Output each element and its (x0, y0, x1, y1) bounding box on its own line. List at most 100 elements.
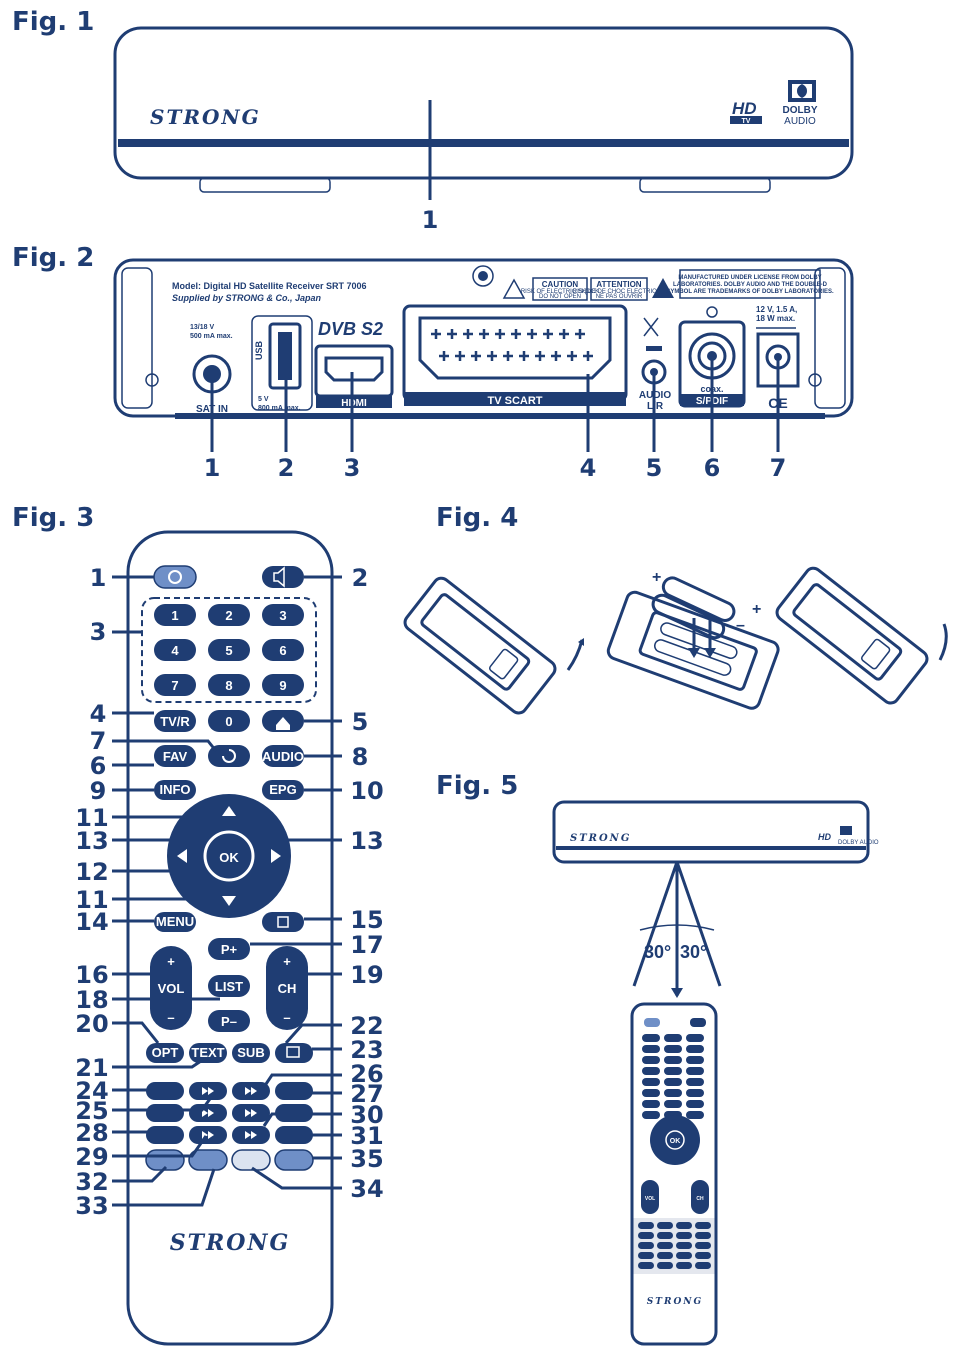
remote-brand-logo: STRONG (170, 1230, 291, 1256)
svg-text:14: 14 (75, 908, 108, 936)
pvr-list-button[interactable] (275, 1043, 313, 1063)
dolby-audio-logo: DOLBY AUDIO (783, 80, 818, 127)
svg-text:26: 26 (350, 1060, 383, 1088)
epg-button[interactable] (262, 780, 304, 800)
tv-scart-port: TV SCART (402, 304, 628, 407)
digit-9-button[interactable] (262, 674, 304, 696)
sub-button[interactable] (232, 1043, 270, 1063)
mini-media-button (638, 1242, 654, 1249)
media-button[interactable] (146, 1082, 184, 1100)
yellow-key[interactable] (231, 1149, 271, 1171)
svg-text:23: 23 (350, 1036, 383, 1064)
media-button[interactable] (146, 1104, 184, 1122)
svg-text:P+: P+ (221, 942, 238, 957)
svg-text:OK: OK (219, 850, 239, 865)
svg-text:USB: USB (254, 340, 264, 360)
mini-button (642, 1100, 660, 1108)
digit-label: 5 (225, 643, 232, 658)
svg-text:8: 8 (352, 743, 369, 771)
mini-media-button (676, 1242, 692, 1249)
svg-text:4: 4 (580, 454, 597, 482)
svg-text:15: 15 (350, 906, 383, 934)
mini-media-button (657, 1252, 673, 1259)
mini-button (664, 1045, 682, 1053)
volume-rocker[interactable] (150, 946, 192, 1030)
exit-button[interactable] (262, 912, 304, 932)
svg-text:3: 3 (344, 454, 361, 482)
receiver-front: STRONG HD TV DOLBY AUDIO 1 (113, 26, 854, 234)
digit-4-button[interactable] (154, 639, 196, 661)
mini-button (642, 1078, 660, 1086)
digit-0-button[interactable] (208, 710, 250, 732)
scart-pin (495, 329, 505, 339)
scart-pin (511, 329, 521, 339)
svg-text:30: 30 (350, 1101, 383, 1129)
media-button[interactable] (275, 1082, 313, 1100)
svg-text:27: 27 (350, 1080, 383, 1108)
digit-8-button[interactable] (208, 674, 250, 696)
text-button[interactable] (189, 1043, 227, 1063)
mini-media-button (657, 1242, 673, 1249)
digit-label: 8 (225, 678, 232, 693)
recall-button[interactable] (208, 745, 250, 767)
audio-button[interactable] (262, 745, 304, 767)
battery-minus-label: – (736, 617, 745, 634)
scart-pin (535, 351, 545, 361)
svg-text:EPG: EPG (269, 782, 296, 797)
exit-icon (277, 916, 289, 928)
info-button[interactable] (154, 780, 196, 800)
mini-media-button (638, 1262, 654, 1269)
scart-pin (519, 351, 529, 361)
digit-7-button[interactable] (154, 674, 196, 696)
digit-5-button[interactable] (208, 639, 250, 661)
fav-button[interactable] (154, 745, 196, 767)
mute-button[interactable] (262, 566, 304, 588)
svg-text:CH: CH (278, 981, 297, 996)
mini-media-button (695, 1222, 711, 1229)
svg-text:HDMI: HDMI (341, 398, 367, 409)
power-button[interactable] (153, 565, 197, 589)
svg-text:5: 5 (352, 708, 369, 736)
opt-button[interactable] (146, 1043, 184, 1063)
svg-text:1: 1 (204, 454, 221, 482)
tv-radio-button[interactable] (154, 710, 196, 732)
mini-media-button (657, 1232, 673, 1239)
right-arrow-icon[interactable] (271, 849, 281, 863)
digit-6-button[interactable] (262, 639, 304, 661)
mini-media-button (695, 1232, 711, 1239)
channel-rocker[interactable] (266, 946, 308, 1030)
green-key[interactable] (188, 1149, 228, 1171)
up-arrow-icon[interactable] (222, 806, 236, 816)
svg-text:5 V: 5 V (258, 396, 269, 403)
blue-key[interactable] (274, 1149, 314, 1171)
svg-text:34: 34 (350, 1175, 383, 1203)
page-up-button[interactable] (208, 938, 250, 960)
digit-3-button[interactable] (262, 604, 304, 626)
left-arrow-icon[interactable] (177, 849, 187, 863)
usb-port: USB 5 V 800 mA max. (251, 315, 313, 412)
svg-text:DOLBY: DOLBY (783, 105, 818, 116)
menu-button[interactable] (154, 912, 196, 932)
svg-text:11: 11 (75, 804, 108, 832)
svg-text:24: 24 (75, 1077, 108, 1105)
svg-text:9: 9 (90, 777, 107, 805)
mini-button (664, 1078, 682, 1086)
digit-2-button[interactable] (208, 604, 250, 626)
scart-pin (447, 329, 457, 339)
ok-button[interactable] (203, 830, 255, 882)
svg-text:VOL: VOL (645, 1196, 655, 1202)
mini-button (686, 1100, 704, 1108)
battery-plus-label-2: + (752, 601, 761, 618)
list-button[interactable] (208, 975, 250, 997)
scart-pin (487, 351, 497, 361)
scart-pin (503, 351, 513, 361)
media-button[interactable] (146, 1126, 184, 1144)
media-button[interactable] (275, 1126, 313, 1144)
fig5-title: Fig. 5 (436, 771, 518, 801)
scart-pin (575, 329, 585, 339)
mini-button (686, 1045, 704, 1053)
page-down-button[interactable] (208, 1010, 250, 1032)
down-arrow-icon[interactable] (222, 896, 236, 906)
media-icon (202, 1109, 214, 1117)
digit-1-button[interactable] (154, 604, 196, 626)
